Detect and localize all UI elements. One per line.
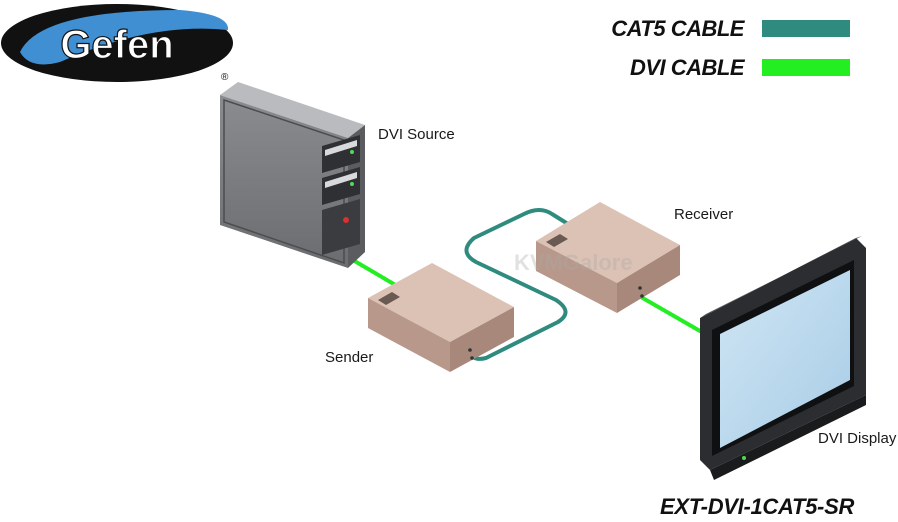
receiver-label: Receiver — [674, 206, 734, 223]
sender-unit — [368, 263, 514, 372]
legend-cat5-swatch — [762, 20, 850, 37]
legend-dvi-label: DVI CABLE — [629, 55, 745, 80]
model-title: EXT-DVI-1CAT5-SR — [660, 494, 855, 519]
receiver-unit — [536, 202, 680, 313]
legend-cat5-label: CAT5 CABLE — [611, 16, 744, 41]
watermark-text: KVMGalore — [514, 250, 633, 275]
dvi-display-monitor — [700, 236, 866, 480]
display-label: DVI Display — [818, 430, 897, 447]
dvi-cable-receiver-to-display — [632, 291, 702, 333]
pc-tower — [220, 82, 365, 268]
cat5-cable — [464, 208, 570, 361]
legend-dvi-swatch — [762, 59, 850, 76]
sender-label: Sender — [325, 349, 374, 366]
logo-text: Gefen — [60, 23, 173, 67]
source-label: DVI Source — [378, 126, 455, 143]
gefen-logo: Gefen ® — [1, 4, 233, 83]
registered-mark: ® — [221, 72, 229, 83]
